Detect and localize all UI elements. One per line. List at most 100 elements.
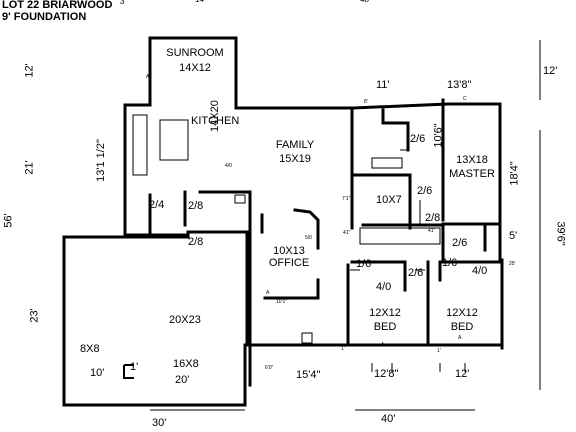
- mark-1b: 1': [437, 348, 441, 354]
- room-bed2: 12X12 BED: [432, 308, 492, 333]
- mark-101: 10'1": [276, 299, 288, 305]
- dim-top-a: 3: [120, 0, 125, 6]
- door-2-6-a: 2/6: [410, 133, 426, 145]
- lot-title: LOT 22 BRIARWOOD: [2, 0, 113, 11]
- kitchen-island: [159, 119, 189, 161]
- room-master-name: MASTER: [449, 168, 495, 180]
- door-2-8-a: 2/8: [425, 212, 441, 224]
- foundation-note: 9' FOUNDATION: [2, 11, 87, 23]
- mark-25: 25': [509, 261, 516, 267]
- room-sunroom-name: SUNROOM: [166, 47, 224, 59]
- dim-top-c: 48: [360, 0, 369, 4]
- dim-1: 1': [130, 361, 139, 373]
- bed-wall: [346, 260, 504, 347]
- room-bed1-size: 12X12: [369, 307, 401, 319]
- door-2-8-c: 2/8: [188, 236, 204, 248]
- room-garage-size: 20X23: [169, 314, 201, 326]
- bath-wall-2: [403, 223, 487, 292]
- closet-wall: [350, 106, 412, 230]
- room-kitchen-size: 14X20: [209, 100, 221, 132]
- kitchen-wall: [123, 103, 190, 237]
- mark-a2: A: [266, 290, 270, 296]
- room-closet-size: 10X7: [376, 194, 402, 206]
- garage-wall: [62, 235, 247, 407]
- dim-left-12: 12': [23, 63, 36, 78]
- hall-wall: [381, 108, 410, 152]
- mark-50: 5/0: [305, 235, 312, 241]
- room-storage-size: 8X8: [80, 343, 100, 355]
- door-4-0-a: 4/0: [376, 281, 392, 293]
- dim-12-right: 12': [543, 65, 558, 77]
- room-master-size: 13X18: [456, 154, 488, 166]
- pantry-wall: [148, 190, 252, 237]
- mark-41b: 41": [428, 228, 436, 234]
- dim-18-4: 18'4": [508, 161, 521, 186]
- mark-c1: C: [463, 96, 467, 102]
- dim-11: 11': [376, 79, 390, 91]
- room-office: 10X13 OFFICE: [264, 246, 314, 269]
- room-office-name: OFFICE: [268, 257, 310, 269]
- dim-13-8: 13'8": [447, 79, 472, 91]
- dim-left-23: 23': [28, 308, 41, 323]
- dim-bottom-40: 40': [381, 413, 396, 425]
- mark-8: 8': [364, 99, 368, 105]
- family-top-wall: [234, 102, 502, 110]
- dim-top-b: 14: [195, 0, 204, 4]
- mark-41a: 41": [343, 230, 351, 236]
- room-sunroom-size: 14X12: [179, 62, 211, 74]
- room-bed1: 12X12 BED: [355, 308, 415, 333]
- closet-shelf: [359, 227, 441, 245]
- room-sunroom: SUNROOM 14X12: [160, 48, 230, 74]
- dim-right-39-6: 39'6": [554, 221, 567, 246]
- room-bed1-name: BED: [373, 321, 397, 333]
- room-family-name: FAMILY: [275, 139, 315, 151]
- right-wall: [498, 222, 504, 350]
- door-1-6-b: 1/6: [442, 257, 458, 269]
- mark-60: 6'0": [265, 365, 274, 371]
- dim-15-4: 15'4": [296, 369, 321, 381]
- master-wall: [441, 98, 502, 226]
- room-kitchen-name: KITCHEN: [191, 115, 240, 127]
- room-garage-bay-size: 16X8: [173, 358, 199, 370]
- step-mark: [123, 364, 134, 379]
- dim-left-56: 56': [2, 213, 15, 228]
- door-4-0-b: 4/0: [472, 265, 488, 277]
- mark-40: 4/0: [225, 163, 232, 169]
- door-2-6-c: 2/6: [452, 237, 468, 249]
- door-2-8-b: 2/8: [188, 200, 204, 212]
- room-master: 13X18 MASTER: [442, 155, 502, 180]
- room-family-size: 15X19: [279, 153, 311, 165]
- bath-wall: [350, 223, 502, 264]
- sunroom-wall: [148, 36, 238, 110]
- vanity-box-2: [371, 157, 403, 169]
- vanity-box: [234, 194, 246, 204]
- mark-a4: A: [458, 335, 462, 341]
- garage-bay-wall: [243, 230, 249, 407]
- office-door-wall: [263, 208, 320, 300]
- dim-bottom-30: 30': [152, 417, 167, 429]
- mark-71: 7'1": [342, 196, 351, 202]
- window-mark: [371, 363, 466, 372]
- kitchen-counter: [132, 114, 148, 176]
- room-bed2-size: 12X12: [446, 307, 478, 319]
- mark-1a: 1': [341, 346, 345, 352]
- dim-10: 10': [90, 367, 105, 379]
- dim-20: 20': [175, 374, 190, 386]
- door-swing: [400, 149, 440, 226]
- mark-a3: A: [381, 342, 385, 348]
- door-2-6-b: 2/6: [417, 185, 433, 197]
- door-1-6-a: 1/6: [356, 258, 372, 270]
- dim-10-6: 10'6": [432, 123, 445, 148]
- dim-5: 5': [509, 230, 518, 242]
- dim-12-8: 12'8": [374, 368, 399, 380]
- dim-13-1-2: 13'1 1/2": [94, 139, 107, 182]
- fixture-box: [301, 332, 313, 344]
- dim-left-21: 21': [23, 160, 36, 175]
- room-bed2-name: BED: [450, 321, 474, 333]
- room-office-size: 10X13: [273, 245, 305, 257]
- mark-a1: A: [146, 74, 150, 80]
- door-2-4: 2/4: [149, 199, 165, 211]
- door-2-6-d: 2/6: [408, 267, 424, 279]
